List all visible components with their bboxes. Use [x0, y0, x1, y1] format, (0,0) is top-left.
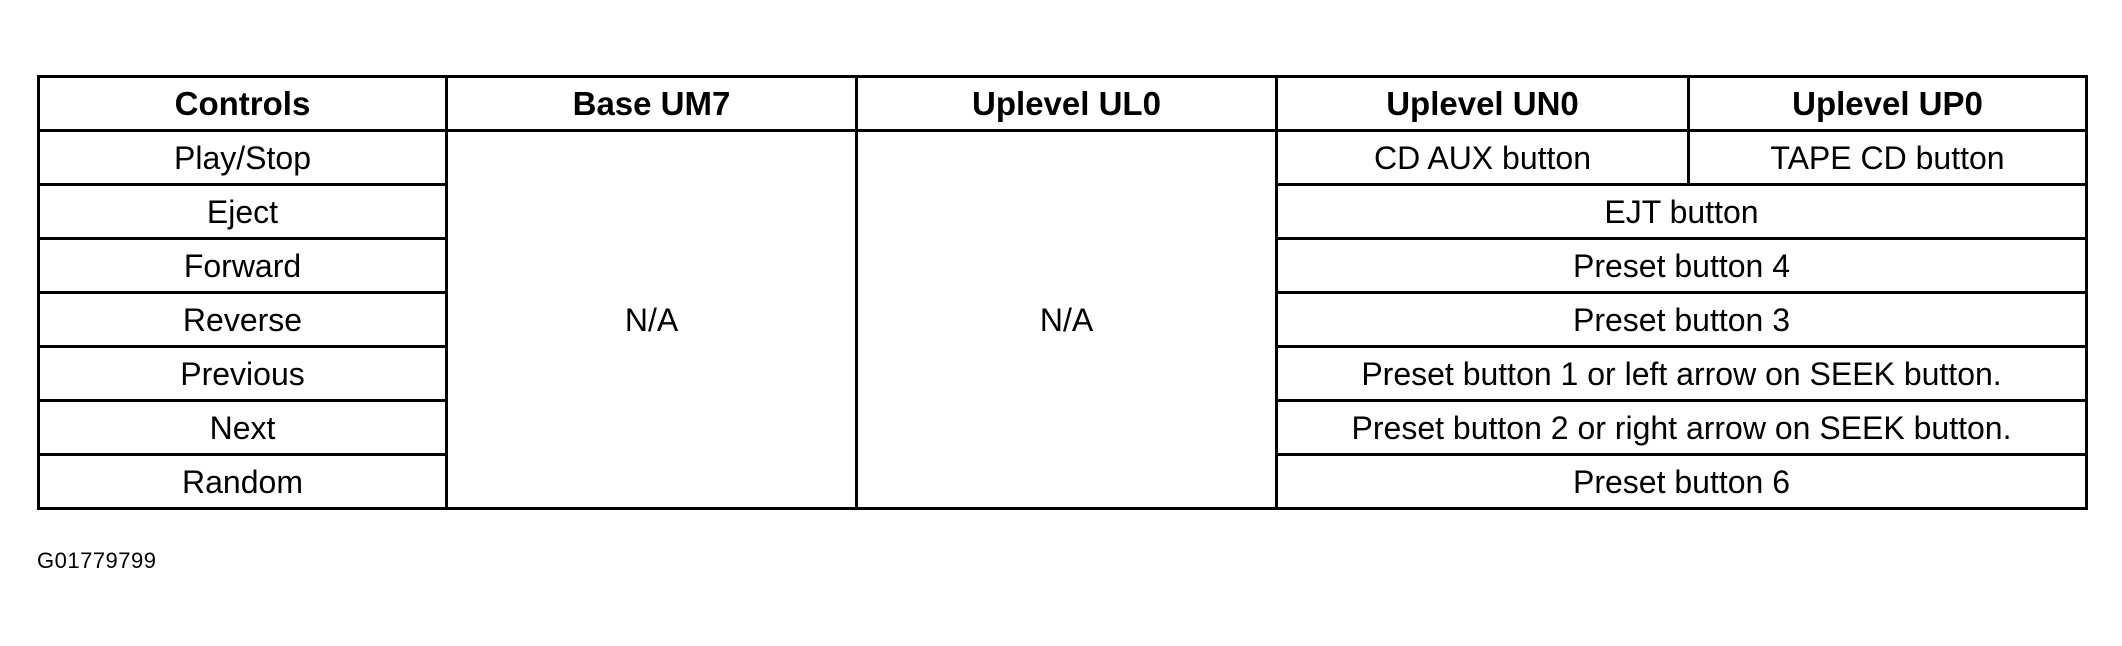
control-label: Next	[37, 399, 448, 456]
shared-value: Preset button 2 or right arrow on SEEK b…	[1275, 399, 2088, 456]
header-uplevel-ul0: Uplevel UL0	[855, 75, 1278, 132]
shared-value: Preset button 1 or left arrow on SEEK bu…	[1275, 345, 2088, 402]
shared-value: EJT button	[1275, 183, 2088, 240]
table-row: Forward Preset button 4	[37, 237, 2088, 294]
table-row: Reverse Preset button 3	[37, 291, 2088, 348]
control-label: Play/Stop	[37, 129, 448, 186]
table-row: Play/Stop N/A N/A CD AUX button TAPE CD …	[37, 129, 2088, 510]
header-controls: Controls	[37, 75, 448, 132]
table-row: Next Preset button 2 or right arrow on S…	[37, 399, 2088, 456]
shared-value: Preset button 3	[1275, 291, 2088, 348]
table-row: Eject EJT button	[37, 183, 2088, 240]
header-uplevel-up0: Uplevel UP0	[1687, 75, 2088, 132]
shared-value: Preset button 4	[1275, 237, 2088, 294]
shared-value: Preset button 6	[1275, 453, 2088, 510]
un0-value: CD AUX button	[1275, 129, 1690, 186]
control-label: Reverse	[37, 291, 448, 348]
control-label: Previous	[37, 345, 448, 402]
up0-value: TAPE CD button	[1687, 129, 2088, 186]
header-base-um7: Base UM7	[445, 75, 858, 132]
base-um7-value: N/A	[445, 129, 858, 510]
controls-table: Controls Base UM7 Uplevel UL0 Uplevel UN…	[37, 75, 2088, 510]
table-header-row: Controls Base UM7 Uplevel UL0 Uplevel UN…	[37, 75, 2088, 132]
table-row: Random Preset button 6	[37, 453, 2088, 510]
figure-id: G01779799	[37, 548, 157, 573]
uplevel-ul0-value: N/A	[855, 129, 1278, 510]
control-label: Random	[37, 453, 448, 510]
control-label: Forward	[37, 237, 448, 294]
table-row: Previous Preset button 1 or left arrow o…	[37, 345, 2088, 402]
control-label: Eject	[37, 183, 448, 240]
header-uplevel-un0: Uplevel UN0	[1275, 75, 1690, 132]
